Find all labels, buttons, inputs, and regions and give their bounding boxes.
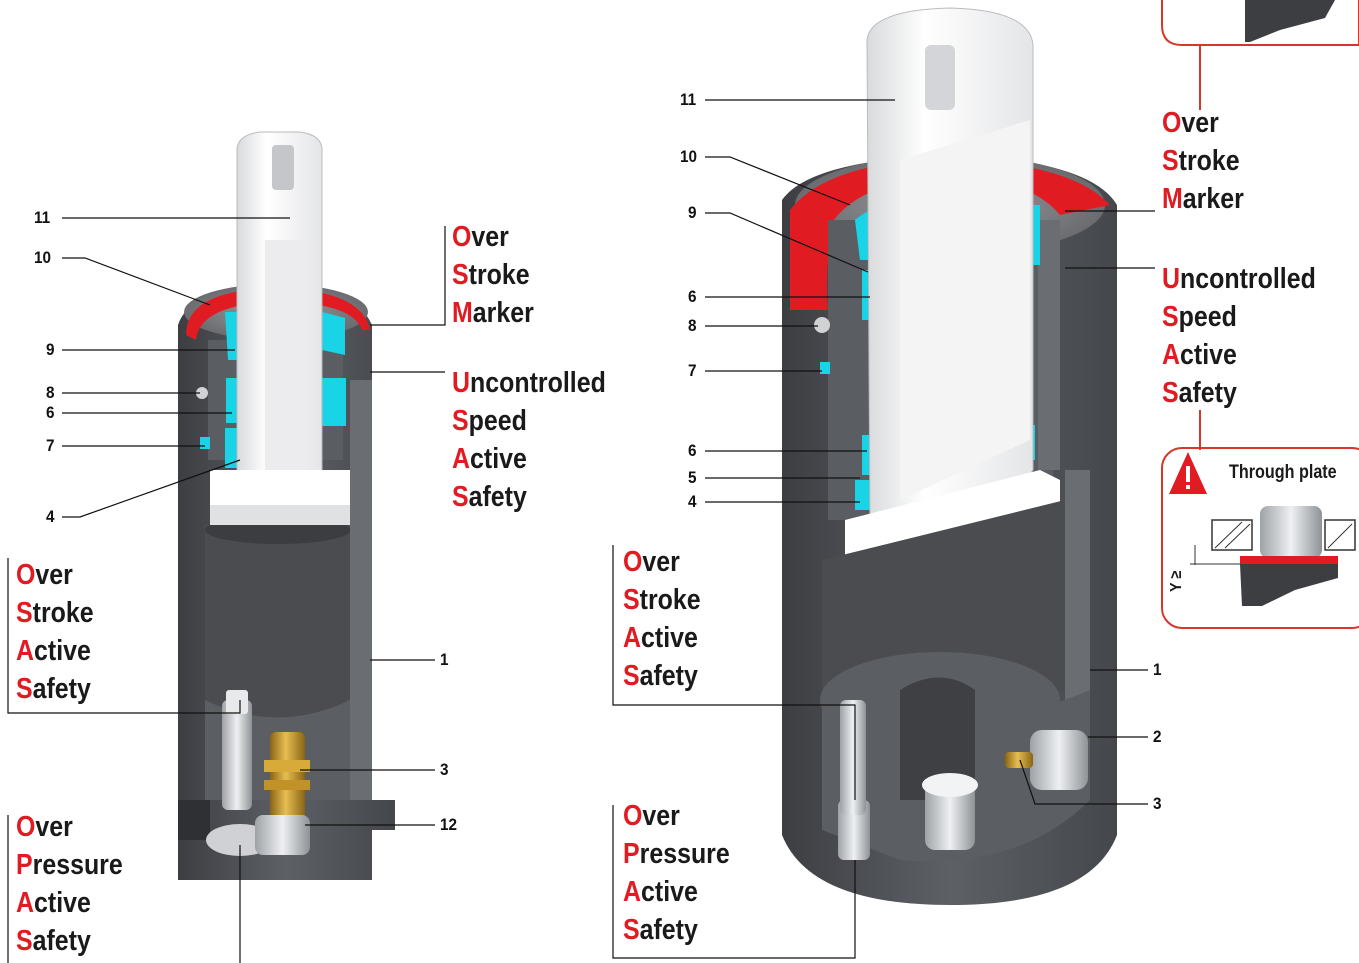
left-osm-acronym: Over Stroke Marker (452, 221, 534, 329)
through-plate-dimension-label: Y ≥ (1168, 570, 1185, 592)
left-label-8: 8 (46, 383, 55, 402)
right-label-8: 8 (688, 316, 697, 335)
right-red-marker-ring (790, 160, 1110, 310)
right-label-11: 11 (680, 90, 697, 109)
right-label-4: 4 (688, 492, 697, 511)
right-cylinder (782, 7, 1117, 905)
left-cylinder (178, 131, 395, 880)
left-label-6: 6 (46, 403, 55, 422)
right-osm-acronym: Over Stroke Marker (1162, 107, 1244, 215)
left-label-11: 11 (34, 208, 51, 227)
right-osas-acronym: Over Stroke Active Safety (623, 546, 701, 692)
right-opas-acronym: Over Pressure Active Safety (623, 800, 730, 946)
right-label-2: 2 (1153, 727, 1162, 746)
left-red-marker-ring (186, 288, 370, 340)
left-label-7: 7 (46, 436, 55, 455)
through-plate-title: Through plate (1229, 462, 1337, 483)
left-label-9: 9 (46, 340, 55, 359)
warning-triangle-icon (1169, 452, 1207, 494)
right-label-9: 9 (688, 203, 697, 222)
left-usas-acronym: Uncontrolled Speed Active Safety (452, 367, 606, 513)
right-label-3: 3 (1153, 794, 1162, 813)
leader-lines (7, 99, 1155, 963)
through-plate-detail-box (1161, 447, 1359, 629)
left-label-12: 12 (440, 815, 458, 834)
right-label-6-upper: 6 (688, 287, 697, 306)
top-right-detail-box (1161, 0, 1359, 450)
left-label-4: 4 (46, 507, 55, 526)
left-label-3: 3 (440, 760, 449, 779)
left-opas-acronym: Over Pressure Active Safety (16, 811, 123, 957)
right-label-7: 7 (688, 361, 697, 380)
right-label-5: 5 (688, 468, 697, 487)
right-usas-acronym: Uncontrolled Speed Active Safety (1162, 263, 1316, 409)
left-label-1: 1 (440, 650, 449, 669)
right-label-6-lower: 6 (688, 441, 697, 460)
right-label-10: 10 (680, 147, 698, 166)
right-label-1: 1 (1153, 660, 1162, 679)
left-osas-acronym: Over Stroke Active Safety (16, 559, 94, 705)
left-label-10: 10 (34, 248, 52, 267)
